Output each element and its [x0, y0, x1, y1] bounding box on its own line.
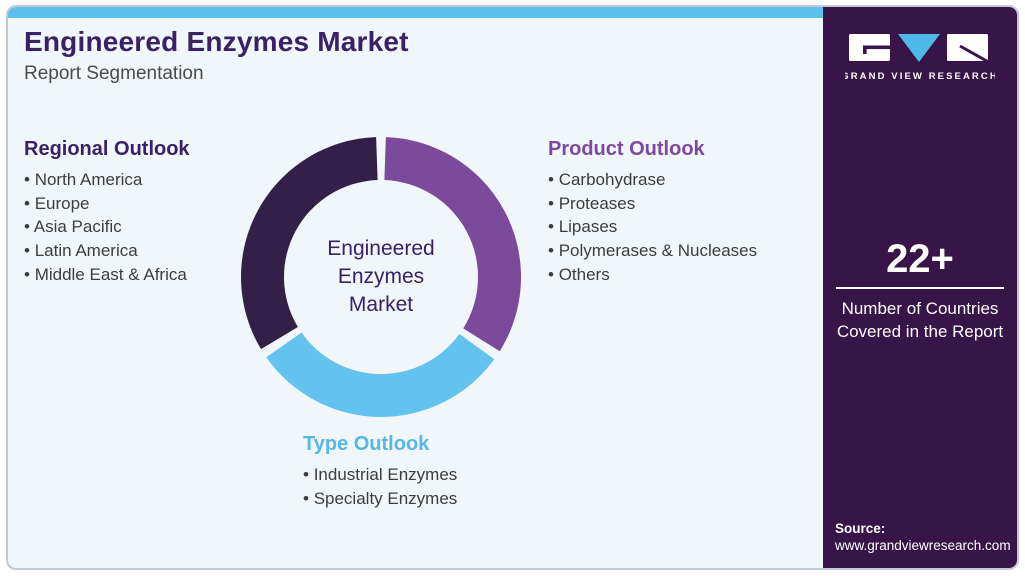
donut-segment-regional-outlook	[241, 137, 378, 350]
logo-r-leg	[959, 44, 993, 66]
list-item: North America	[24, 168, 190, 192]
type-outlook-heading: Type Outlook	[303, 433, 430, 455]
header: Engineered Enzymes Market Report Segment…	[24, 26, 409, 85]
type-outlook-section: Type Outlook Industrial EnzymesSpecialty…	[303, 433, 457, 510]
top-accent-bar	[8, 7, 824, 18]
list-item: Carbohydrase	[548, 168, 757, 192]
page-subtitle: Report Segmentation	[24, 63, 204, 84]
regional-outlook-heading: Regional Outlook	[24, 138, 190, 160]
page-title: Engineered Enzymes Market	[24, 26, 409, 57]
logo-g-tick	[863, 45, 867, 54]
list-item: Specialty Enzymes	[303, 487, 458, 511]
regional-outlook-list: North AmericaEuropeAsia PacificLatin Ame…	[24, 168, 190, 287]
report-card: Engineered Enzymes Market Report Segment…	[6, 5, 1019, 570]
product-outlook-list: CarbohydraseProteasesLipasesPolymerases …	[548, 168, 757, 287]
donut-chart-svg	[241, 137, 522, 417]
source-block: Source: www.grandviewresearch.com	[835, 520, 1011, 554]
source-label: Source:	[835, 521, 886, 536]
grand-view-research-logo: GRAND VIEW RESEARCH	[845, 34, 995, 82]
source-url-link[interactable]: www.grandviewresearch.com	[835, 538, 1011, 553]
logo-r-block	[947, 34, 988, 61]
product-outlook-heading: Product Outlook	[548, 138, 705, 160]
list-item: Proteases	[548, 192, 757, 216]
donut-chart: Engineered Enzymes Market	[236, 132, 526, 422]
list-item: Others	[548, 263, 757, 287]
sidebar: GRAND VIEW RESEARCH 22+ Number of Countr…	[823, 7, 1017, 568]
donut-segment-product-outlook	[384, 137, 522, 352]
list-item: Europe	[24, 192, 190, 216]
list-item: Asia Pacific	[24, 215, 190, 239]
type-outlook-list: Industrial EnzymesSpecialty Enzymes	[303, 463, 458, 511]
list-item: Middle East & Africa	[24, 263, 190, 287]
logo-wordmark: GRAND VIEW RESEARCH	[845, 71, 995, 82]
stat-caption: Number of Countries Covered in the Repor…	[836, 299, 1004, 341]
countries-stat: 22+ Number of Countries Covered in the R…	[823, 238, 1017, 343]
list-item: Industrial Enzymes	[303, 463, 458, 487]
regional-outlook-section: Regional Outlook North AmericaEuropeAsia…	[24, 138, 190, 287]
donut-segment-type-outlook	[266, 332, 495, 417]
list-item: Polymerases & Nucleases	[548, 239, 757, 263]
logo-v-triangle	[898, 34, 940, 62]
stat-value: 22+	[886, 237, 954, 281]
stat-divider	[836, 287, 1004, 289]
list-item: Latin America	[24, 239, 190, 263]
list-item: Lipases	[548, 215, 757, 239]
product-outlook-section: Product Outlook CarbohydraseProteasesLip…	[548, 138, 757, 287]
logo-g-notch	[863, 45, 890, 50]
